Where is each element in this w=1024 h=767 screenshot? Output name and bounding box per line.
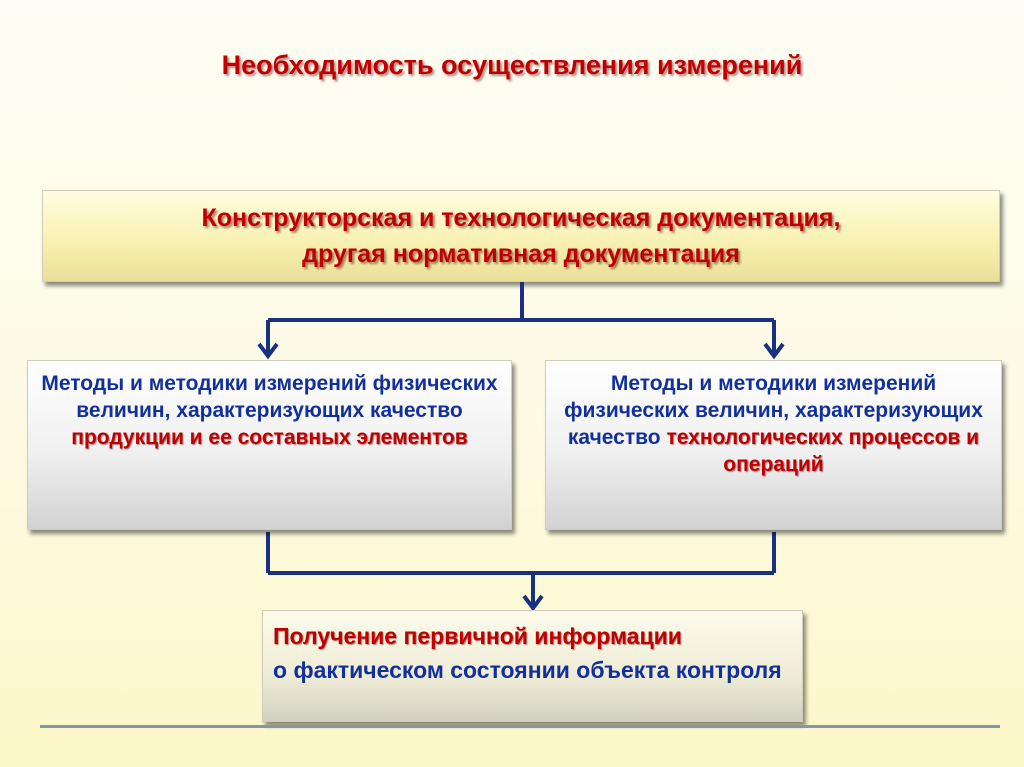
product-methods-text: Методы и методики измерений физических в…: [41, 372, 498, 422]
connector-top: [266, 282, 776, 354]
primary-info-highlight: Получение первичной информации: [273, 623, 682, 649]
arrow-left-icon: [257, 342, 279, 360]
slide-title: Необходимость осуществления измерений: [221, 50, 803, 80]
process-methods-highlight: технологических процессов и операций: [666, 426, 980, 476]
footer-divider: [40, 725, 1000, 728]
arrow-right-icon: [763, 342, 785, 360]
product-methods-box: Методы и методики измерений физических в…: [27, 360, 512, 530]
primary-info-box: Получение первичной информации о фактиче…: [262, 610, 803, 722]
documentation-line-2: другая нормативная документация: [302, 240, 740, 268]
documentation-box: Конструкторская и технологическая докуме…: [42, 190, 1000, 282]
documentation-line-1: Конструкторская и технологическая докуме…: [201, 204, 841, 232]
product-methods-highlight: продукции и ее составных элементов: [71, 426, 468, 449]
primary-info-text: о фактическом состоянии объекта контроля: [273, 657, 782, 683]
arrow-bottom-icon: [522, 594, 544, 612]
process-methods-box: Методы и методики измерений физических в…: [545, 360, 1002, 530]
process-methods-text: Методы и методики измерений физических в…: [564, 372, 983, 449]
connector-bottom: [266, 532, 776, 606]
